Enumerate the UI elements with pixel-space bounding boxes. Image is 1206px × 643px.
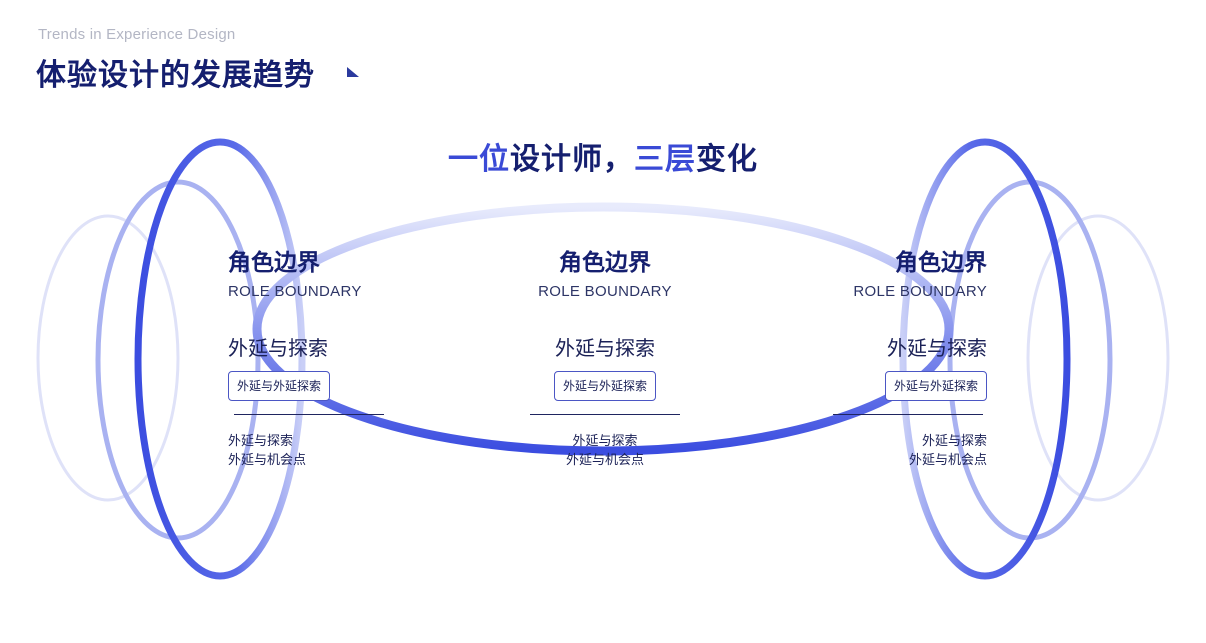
- note-item: 外延与机会点: [565, 453, 644, 468]
- title-highlight-2: 三层: [634, 142, 696, 177]
- divider-line: [530, 414, 680, 416]
- title-text-2: 变化: [696, 142, 758, 177]
- role-subtitle: ROLE BOUNDARY: [538, 283, 672, 300]
- note-item: 外延与机会点: [228, 453, 307, 468]
- notes-list: 外延与探索 外延与机会点: [455, 432, 755, 470]
- corner-triangle-icon: [347, 67, 359, 77]
- tag-label: 外延与外延探索: [884, 371, 987, 401]
- title-highlight-1: 一位: [448, 142, 510, 177]
- right-ring-outer: [1026, 214, 1170, 502]
- role-subtitle: ROLE BOUNDARY: [228, 283, 362, 300]
- role-title: 角色边界: [228, 250, 320, 276]
- note-item: 外延与探索: [572, 434, 638, 449]
- column-left: 角色边界 ROLE BOUNDARY 外延与探索 外延与外延探索 外延与探索 外…: [228, 245, 528, 470]
- column-right: 角色边界 ROLE BOUNDARY 外延与探索 外延与外延探索 外延与探索 外…: [687, 245, 987, 470]
- divider-line: [234, 414, 384, 416]
- center-ring: [252, 202, 954, 456]
- tag-label: 外延与外延探索: [553, 371, 656, 401]
- role-title: 角色边界: [559, 250, 651, 276]
- left-ring-middle: [95, 179, 261, 541]
- note-item: 外延与探索: [228, 434, 294, 449]
- page-title: 体验设计的发展趋势: [36, 58, 315, 93]
- notes-list: 外延与探索 外延与机会点: [687, 432, 987, 470]
- section-heading: 外延与探索: [555, 336, 655, 360]
- diagram-title: 一位设计师，三层变化: [0, 134, 1206, 178]
- section-heading: 外延与探索: [887, 336, 987, 360]
- left-ring-main: [134, 138, 306, 580]
- divider-line: [833, 414, 983, 416]
- role-subtitle: ROLE BOUNDARY: [853, 283, 987, 300]
- right-ring-main: [899, 138, 1071, 580]
- role-title: 角色边界: [895, 250, 987, 276]
- note-item: 外延与探索: [921, 434, 987, 449]
- header-subtitle: Trends in Experience Design: [38, 26, 236, 43]
- notes-list: 外延与探索 外延与机会点: [228, 432, 528, 470]
- left-ring-outer: [36, 214, 180, 502]
- title-text-1: 设计师，: [510, 142, 634, 177]
- note-item: 外延与机会点: [908, 453, 987, 468]
- tag-label: 外延与外延探索: [228, 371, 331, 401]
- section-heading: 外延与探索: [228, 336, 328, 360]
- column-center: 角色边界 ROLE BOUNDARY 外延与探索 外延与外延探索 外延与探索 外…: [455, 245, 755, 470]
